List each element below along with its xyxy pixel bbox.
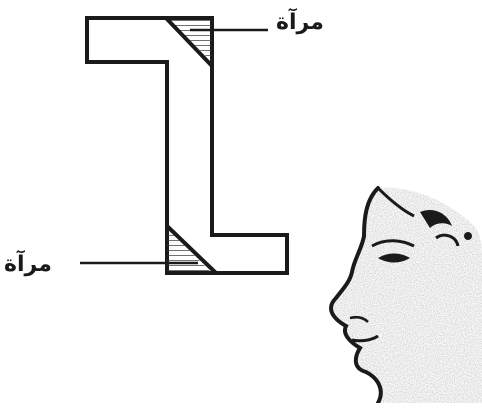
periscope-tube <box>87 18 287 273</box>
face-illustration <box>331 188 482 403</box>
top-mirror-label: مرآة <box>276 12 324 34</box>
bottom-mirror-label: مرآة <box>4 254 52 276</box>
bottom-mirror <box>167 226 216 273</box>
top-mirror <box>166 18 212 66</box>
